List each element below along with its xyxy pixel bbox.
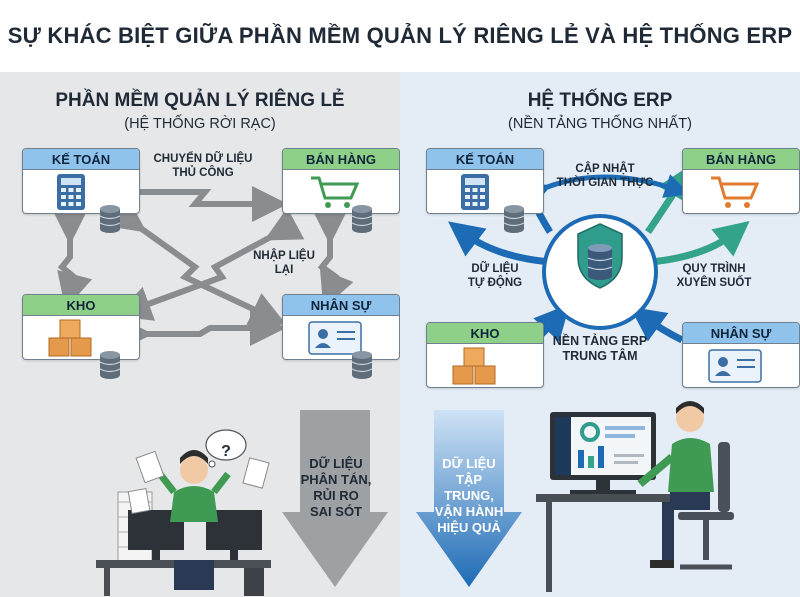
database-icon — [351, 205, 373, 233]
module-hr-erp: NHÂN SỰ — [682, 322, 800, 388]
page-title: SỰ KHÁC BIỆT GIỮA PHẦN MỀM QUẢN LÝ RIÊNG… — [0, 0, 800, 72]
arrow-top-realtime — [523, 174, 690, 207]
erp-title: HỆ THỐNG ERP — [527, 90, 673, 111]
database-icon — [587, 244, 613, 280]
module-warehouse-erp: KHO — [426, 322, 544, 388]
module-label: KHO — [427, 323, 543, 344]
shopping-cart-icon — [311, 176, 360, 208]
standalone-title: PHẦN MỀM QUẢN LÝ RIÊNG LẺ — [55, 90, 345, 111]
module-label: BÁN HÀNG — [683, 149, 799, 170]
arrow-warehouse-hr — [117, 310, 286, 352]
result-arrow-erp — [416, 410, 522, 587]
database-icon — [99, 205, 121, 233]
stressed-worker — [96, 450, 271, 596]
standalone-panel: PHẦN MỀM QUẢN LÝ RIÊNG LẺ (HỆ THỐNG RỜI … — [0, 72, 400, 597]
label-realtime: CẬP NHẬT THỜI GIAN THỰC — [556, 163, 654, 189]
module-accounting-standalone: KẾ TOÁN — [22, 148, 140, 214]
module-accounting-erp: KẾ TOÁN — [426, 148, 544, 214]
boxes-icon — [48, 319, 92, 357]
arrow-sales-warehouse — [115, 207, 305, 321]
arrow-sales-hr — [312, 209, 354, 309]
calm-worker — [536, 401, 734, 592]
calculator-icon — [57, 174, 85, 210]
calculator-icon — [461, 174, 489, 210]
arrow-hr-hub — [629, 306, 684, 344]
module-warehouse-standalone: KHO — [22, 294, 140, 360]
module-label: KẾ TOÁN — [427, 149, 543, 170]
module-hr-standalone: NHÂN SỰ — [282, 294, 400, 360]
arrow-accounting-sales — [130, 186, 288, 222]
result-arrow — [282, 410, 388, 587]
module-sales-standalone: BÁN HÀNG — [282, 148, 400, 214]
shopping-cart-icon — [711, 176, 760, 208]
label-auto-data: DỮ LIỆU TỰ ĐỘNG — [467, 263, 523, 289]
id-card-icon — [708, 349, 762, 383]
id-card-icon — [308, 321, 362, 355]
module-label: NHÂN SỰ — [683, 323, 799, 344]
scatter-arrows — [52, 186, 388, 596]
label-process: QUY TRÌNH XUYÊN SUỐT — [676, 263, 752, 289]
boxes-icon — [452, 347, 496, 385]
label-reentry: NHẬP LIỆU LẠI — [253, 250, 315, 276]
module-label: KẾ TOÁN — [23, 149, 139, 170]
label-erp-core: NỀN TẢNG ERP TRUNG TÂM — [552, 334, 648, 363]
erp-subtitle: (NỀN TẢNG THỐNG NHẤT) — [508, 116, 692, 132]
database-icon — [503, 205, 525, 233]
erp-panel: HỆ THỐNG ERP (NỀN TẢNG THỐNG NHẤT) — [400, 72, 800, 597]
module-label: BÁN HÀNG — [283, 149, 399, 170]
result-text-standalone: DỮ LIỆU PHÂN TÁN, RỦI RO SAI SÓT — [300, 456, 372, 519]
database-icon — [99, 351, 121, 379]
erp-arrows — [416, 160, 750, 592]
label-manual-transfer: CHUYỂN DỮ LIỆU THỦ CÔNG — [153, 153, 253, 179]
question-mark: ? — [221, 443, 231, 460]
arrow-accounting-warehouse — [52, 209, 93, 310]
module-label: NHÂN SỰ — [283, 295, 399, 316]
arrow-hub-right — [649, 221, 750, 266]
module-label: KHO — [23, 295, 139, 316]
database-icon — [351, 351, 373, 379]
module-sales-erp: BÁN HÀNG — [682, 148, 800, 214]
standalone-subtitle: (HỆ THỐNG RỜI RẠC) — [124, 116, 276, 132]
result-text-erp: DỮ LIỆU TẬP TRUNG, VẬN HÀNH HIỆU QUẢ — [434, 456, 504, 535]
arrow-hub-left — [448, 221, 551, 266]
